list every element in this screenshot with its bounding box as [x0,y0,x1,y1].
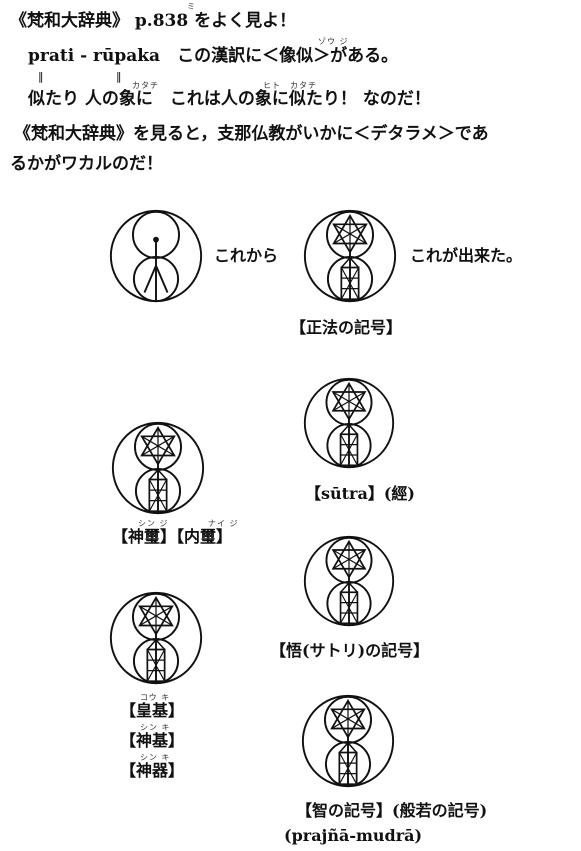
label-kore-kara: これから [214,246,279,265]
text-line-4: 《梵和大辞典》を見ると，支那仏教がいかに＜デタラメ＞であ [14,124,489,144]
label-kore-ga-dekita: これが出来た。 [410,246,523,265]
ruby-shinji: シン ジ [138,519,169,528]
emblem-shinji [110,420,206,516]
ruby-naiji: ナイ ジ [208,519,239,528]
emblem-sutra [302,376,396,470]
text-line-1: 《梵和大辞典》 p.838 をよく見よ！ [10,11,297,31]
ruby-zouji: ゾウ ジ [318,37,349,46]
emblem-kouki [108,590,204,686]
ruby-shinki-1: シン キ [140,723,171,732]
emblem-satori [302,534,396,628]
ruby-shinki-2: シン キ [140,753,171,762]
ruby-mi: ミ [187,2,196,11]
emblem-chi [300,693,396,789]
equivalence-mark-1: ‖ [38,70,44,83]
ruby-kouki: コウ キ [140,693,171,702]
text-line-2: prati - rūpaka この漢訳に＜像似＞がある。 [28,46,399,66]
caption-kouki: 【皇基】 [120,701,185,720]
ruby-katachi-1: カタチ [132,81,159,90]
ruby-katachi-2: カタチ [290,81,317,90]
caption-chi: 【智の記号】(般若の記号) [296,801,488,820]
ruby-hito: ヒト [263,81,281,90]
emblem-simple [108,208,204,304]
caption-shobo: 【正法の記号】 [290,318,403,337]
text-line-5: るかがワカルのだ！ [10,154,163,174]
equivalence-mark-2: ‖ [116,70,122,83]
caption-shinji-naiji: 【神璽】【内璽】 [112,527,233,546]
caption-shinki-2: 【神器】 [120,761,185,780]
caption-shinki-1: 【神基】 [120,731,185,750]
text-line-3: 似たり 人の象に これは人の象に似たり！ なのだ！ [28,89,431,109]
caption-sutra: 【sūtra】(經) [305,484,415,503]
emblem-shobo [302,208,398,304]
caption-prajna-mudra: (prajñā-mudrā) [284,826,423,845]
caption-satori: 【悟(サトリ)の記号】 [270,641,430,660]
